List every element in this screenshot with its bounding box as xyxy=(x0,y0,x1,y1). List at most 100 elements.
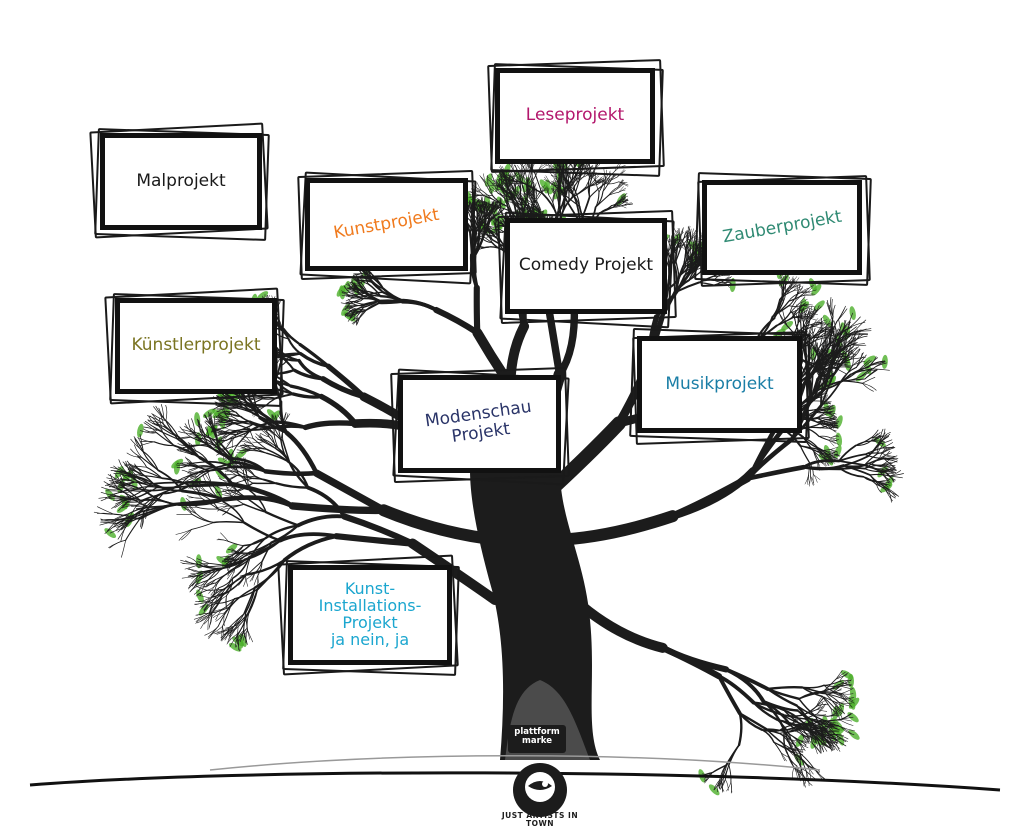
branch xyxy=(193,481,202,496)
branch xyxy=(101,519,119,521)
branch xyxy=(133,436,144,453)
branch xyxy=(841,380,863,384)
branch xyxy=(351,315,358,322)
branch xyxy=(203,582,217,587)
branch xyxy=(113,472,130,474)
branch xyxy=(471,211,475,222)
branch xyxy=(792,752,799,763)
branch xyxy=(880,468,893,471)
branch xyxy=(880,472,890,484)
branch xyxy=(725,278,734,281)
branch xyxy=(215,570,231,584)
branch xyxy=(212,521,245,524)
branch xyxy=(206,470,213,486)
branch xyxy=(839,719,854,726)
branch xyxy=(829,416,837,420)
branch xyxy=(353,286,360,292)
branch xyxy=(785,283,792,291)
branch xyxy=(221,629,233,641)
branch xyxy=(673,241,678,248)
branch xyxy=(876,448,888,455)
branch xyxy=(806,309,818,323)
branch xyxy=(263,469,319,477)
branch xyxy=(690,230,698,238)
branch xyxy=(816,704,829,706)
branch xyxy=(157,469,183,492)
branch xyxy=(786,752,798,767)
branch xyxy=(863,453,878,467)
branch xyxy=(717,779,720,792)
branch xyxy=(788,285,798,291)
branch xyxy=(867,357,879,368)
branch xyxy=(188,575,199,589)
branch xyxy=(882,471,897,473)
branch xyxy=(808,340,818,355)
branch xyxy=(187,569,201,573)
branch xyxy=(208,444,234,460)
branch xyxy=(724,282,731,287)
branch xyxy=(210,626,223,636)
branch xyxy=(226,485,232,497)
branch xyxy=(831,298,834,317)
branch xyxy=(221,573,247,596)
branch xyxy=(847,312,854,329)
branch xyxy=(132,511,151,522)
branch xyxy=(828,439,835,447)
branch xyxy=(794,310,802,324)
branch xyxy=(232,429,240,440)
branch xyxy=(802,325,815,331)
branch xyxy=(842,352,854,363)
branch xyxy=(877,481,890,484)
branch xyxy=(333,533,416,547)
branch xyxy=(231,548,241,554)
branch xyxy=(816,702,824,710)
branch xyxy=(213,444,221,449)
branch xyxy=(349,292,362,300)
branch xyxy=(826,415,835,418)
branch xyxy=(127,463,143,471)
branch xyxy=(147,419,163,423)
branch xyxy=(181,529,192,541)
branch xyxy=(296,514,347,528)
branch xyxy=(810,475,815,485)
branch xyxy=(237,474,256,478)
branch xyxy=(682,246,687,267)
branch xyxy=(800,309,804,324)
branch xyxy=(816,367,832,380)
branch xyxy=(222,489,232,497)
branch xyxy=(364,273,370,285)
branch xyxy=(858,359,870,371)
branch xyxy=(201,497,219,510)
branch xyxy=(196,506,219,510)
branch xyxy=(819,420,830,425)
branch xyxy=(216,502,229,507)
branch xyxy=(289,384,324,399)
branch xyxy=(217,606,231,627)
branch xyxy=(208,582,217,594)
branch xyxy=(870,432,881,439)
branch xyxy=(356,315,358,324)
branch xyxy=(298,343,331,368)
branch xyxy=(187,504,197,514)
branch xyxy=(279,400,289,435)
branch xyxy=(829,449,838,453)
branch xyxy=(720,779,726,790)
branch xyxy=(853,319,867,333)
branch xyxy=(823,405,831,408)
branch xyxy=(181,575,199,579)
branch xyxy=(224,406,240,409)
branch xyxy=(856,352,863,368)
branch xyxy=(818,337,828,348)
branch xyxy=(804,732,810,739)
branch xyxy=(788,733,800,744)
branch xyxy=(842,455,870,467)
branch xyxy=(243,434,253,445)
branch xyxy=(783,276,786,287)
branch xyxy=(193,481,210,487)
branch xyxy=(828,454,838,457)
branch xyxy=(472,216,477,233)
branch xyxy=(692,228,694,238)
branch xyxy=(882,467,897,473)
branch xyxy=(803,713,818,720)
branch xyxy=(240,444,252,447)
